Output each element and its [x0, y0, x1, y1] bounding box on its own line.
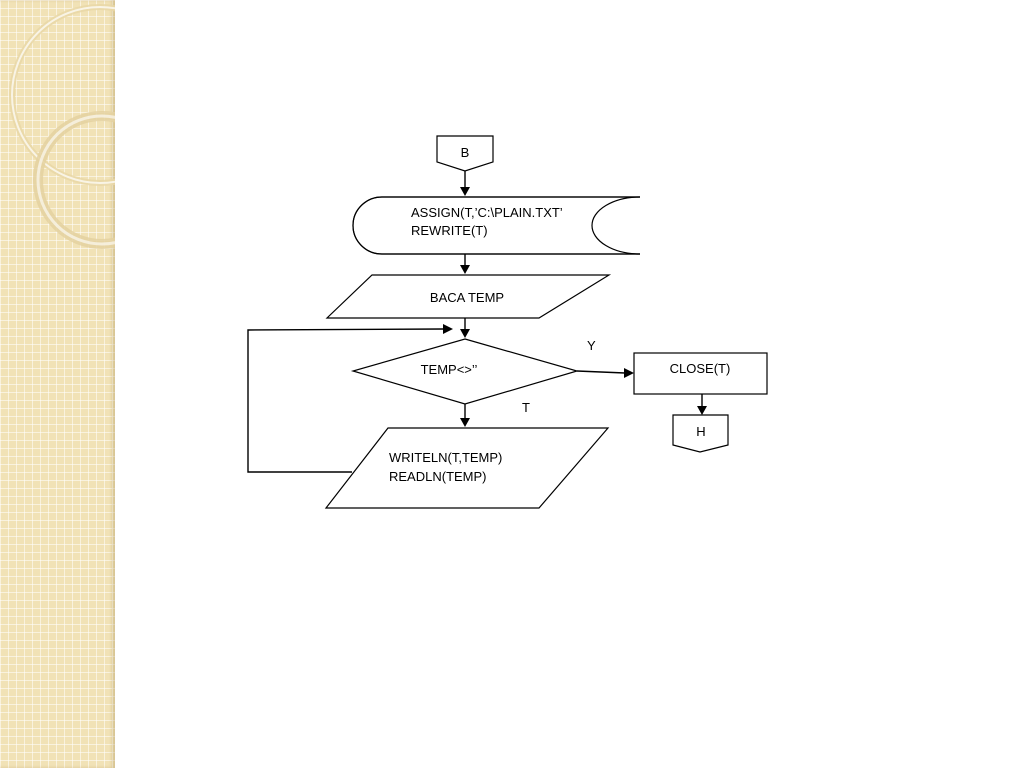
close-process [633, 352, 768, 395]
start-connector-label: B [461, 145, 470, 160]
stored-data-right-curve [591, 196, 641, 255]
arrow-yes-branch [576, 370, 626, 374]
start-connector [436, 135, 494, 172]
stored-data-left-curve [352, 196, 383, 255]
end-connector [672, 414, 729, 453]
yes-label: Y [587, 338, 596, 353]
arrowhead [460, 187, 470, 196]
storage-line-1: ASSIGN(T,’C:\PLAIN.TXT’ [411, 205, 563, 220]
ring-small-highlight [36, 114, 115, 246]
arrowhead [624, 368, 634, 378]
arrowhead [460, 265, 470, 274]
input-shape [325, 274, 612, 319]
loop-line-1: WRITELN(T,TEMP) [389, 450, 502, 465]
arrowhead [460, 418, 470, 427]
no-label: T [522, 400, 530, 415]
arrowhead [460, 329, 470, 338]
loop-io-shape [324, 427, 610, 509]
decorative-rings [9, 4, 115, 249]
storage-line-2: REWRITE(T) [411, 223, 488, 238]
loop-back-line [247, 328, 445, 473]
loop-line-2: READLN(TEMP) [389, 469, 487, 484]
ring-large-highlight [11, 6, 115, 184]
arrowhead [443, 324, 453, 334]
decision-label: TEMP<>’’ [421, 362, 478, 377]
input-label: BACA TEMP [430, 290, 504, 305]
close-label: CLOSE(T) [670, 361, 731, 376]
decorative-sidebar [0, 0, 115, 768]
end-connector-label: H [696, 424, 705, 439]
arrowhead [697, 406, 707, 415]
